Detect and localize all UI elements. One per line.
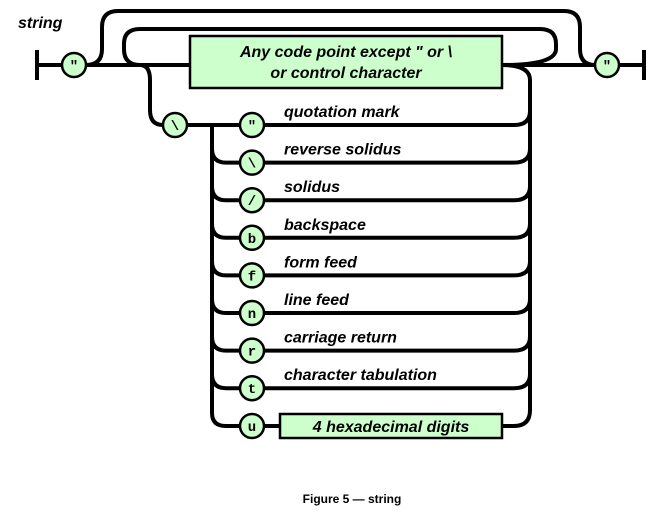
- escape-branch-out: [264, 261, 532, 278]
- escape-token: ": [248, 119, 256, 135]
- escape-branch-out: [264, 336, 532, 353]
- escape-label: backspace: [284, 217, 366, 234]
- hex-digits-label: 4 hexadecimal digits: [312, 419, 470, 436]
- open-quote-terminal: [60, 51, 88, 79]
- escape-token: t: [248, 382, 256, 398]
- escape-terminal: [238, 224, 266, 252]
- escape-items: " quotation mark \ reverse solidus / solidus b…: [238, 104, 437, 440]
- escape-branch-in: [210, 298, 240, 315]
- any-code-point-line2: or control character: [270, 65, 422, 82]
- escape-label: quotation mark: [284, 104, 401, 121]
- escape-branch-in: [210, 186, 240, 203]
- escape-terminal: [238, 111, 266, 139]
- escape-terminal: [238, 412, 266, 440]
- escape-branch-entry: [139, 63, 164, 127]
- escape-branch-in: [210, 261, 240, 278]
- escape-left-column: [210, 125, 240, 428]
- escape-label: carriage return: [284, 330, 397, 347]
- escape-branch-out: [264, 223, 532, 240]
- escape-label: character tabulation: [284, 367, 437, 384]
- escape-branch-out: [264, 148, 532, 165]
- escape-terminal: [238, 299, 266, 327]
- escape-token: n: [248, 307, 256, 323]
- figure-caption: Figure 5 — string: [303, 492, 402, 506]
- escape-label: form feed: [284, 254, 358, 271]
- escape-token: u: [248, 420, 256, 436]
- escape-token: b: [248, 232, 256, 248]
- escape-terminal: [238, 374, 266, 402]
- escape-branch-in: [210, 374, 240, 391]
- open-quote-token: ": [70, 59, 78, 75]
- escape-label: reverse solidus: [284, 142, 402, 159]
- escape-branch-in: [210, 223, 240, 240]
- escape-branch-out: [264, 298, 532, 315]
- close-quote-terminal: [593, 51, 621, 79]
- backslash-token: \: [171, 119, 179, 135]
- escape-terminal: [238, 186, 266, 214]
- escape-terminal: [238, 337, 266, 364]
- escape-token: \: [248, 157, 256, 173]
- hex-digits-box: [278, 412, 504, 440]
- escape-branches: [210, 110, 532, 428]
- diagram-title: string: [18, 15, 63, 32]
- escape-terminal: [238, 262, 266, 289]
- escape-branch-in: [210, 336, 240, 353]
- inner-repeat-loop: [122, 27, 558, 67]
- backslash-terminal: [161, 111, 189, 139]
- escape-token: r: [248, 345, 256, 361]
- escape-branch-out: [264, 374, 532, 391]
- escape-right-column: [501, 63, 532, 428]
- escape-branch-out: [264, 110, 532, 127]
- any-code-point-line1: Any code point except " or \: [239, 44, 453, 61]
- escape-branch-in: [210, 148, 240, 165]
- escape-terminal: [238, 149, 266, 176]
- escape-token: f: [248, 269, 256, 285]
- escape-token: /: [248, 194, 256, 210]
- outer-bypass-loop: [85, 9, 596, 67]
- escape-label: solidus: [284, 179, 340, 196]
- any-code-point-box: [188, 34, 504, 90]
- escape-label: line feed: [284, 292, 350, 309]
- close-quote-token: ": [603, 59, 611, 75]
- escape-branch-out: [264, 186, 532, 203]
